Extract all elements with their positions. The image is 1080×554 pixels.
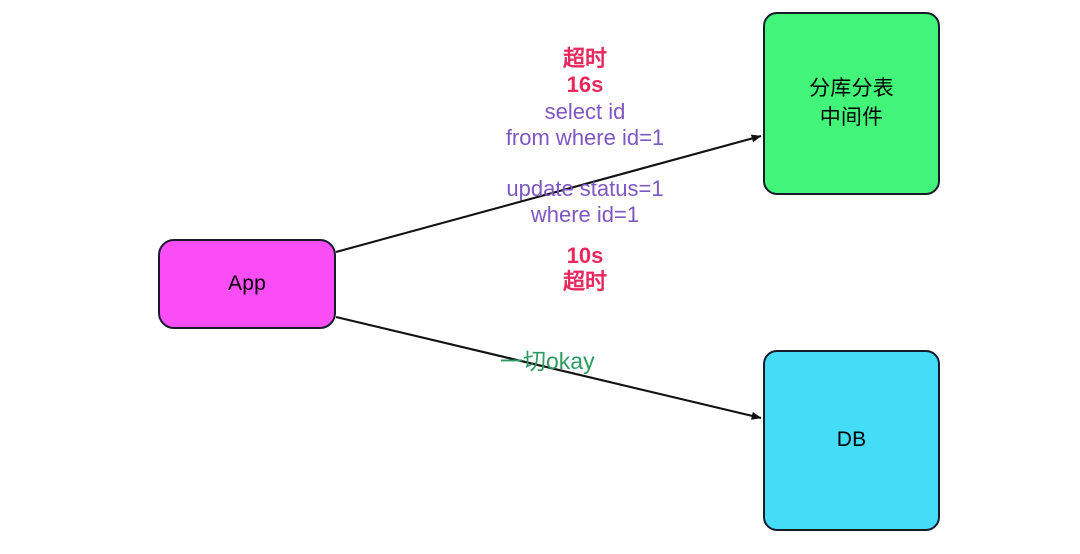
annotation-okay-text: 一切okay <box>500 348 595 374</box>
annotation-spacer <box>460 229 710 243</box>
node-app-label-line-1: App <box>228 271 266 295</box>
node-db[interactable]: DB <box>763 350 940 531</box>
annotation-timeout-lower: 超时 <box>562 269 607 295</box>
annotation-okay: 一切okay <box>500 348 670 376</box>
annotation-upper-block: 超时 16s select id from where id=1 <box>460 46 710 152</box>
annotation-timeout-upper: 超时 <box>562 46 607 71</box>
annotation-duration-16s: 16s <box>566 72 604 98</box>
annotation-sql-select-where: from where id=1 <box>505 125 665 151</box>
node-middleware[interactable]: 分库分表 中间件 <box>763 12 940 195</box>
node-middleware-label-line-2: 中间件 <box>819 105 884 129</box>
node-middleware-label-line-1: 分库分表 <box>809 77 894 101</box>
annotation-sql-update: update status=1 <box>506 176 664 201</box>
node-app[interactable]: App <box>158 239 336 329</box>
annotation-sql-select: select id <box>544 98 626 124</box>
annotation-sql-update-where: where id=1 <box>530 202 640 228</box>
annotation-duration-10s: 10s <box>566 242 604 268</box>
annotation-lower-block: update status=1 where id=1 10s 超时 <box>460 176 710 296</box>
node-db-label-line-1: DB <box>836 428 867 452</box>
